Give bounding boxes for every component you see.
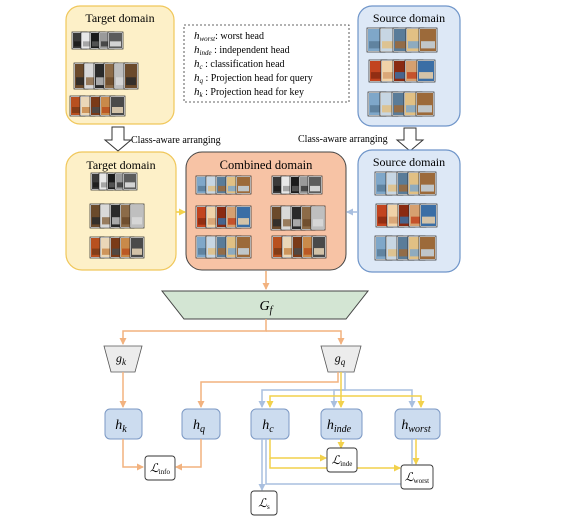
target-thumbnails-mid — [89, 172, 145, 259]
photo-thumbnail — [122, 172, 138, 191]
gq-label: gq — [335, 351, 346, 367]
combined-thumbnails — [195, 175, 327, 259]
photo-thumbnail — [418, 171, 437, 196]
source-domain-title-top: Source domain — [373, 11, 445, 25]
photo-thumbnail — [235, 235, 252, 259]
photo-thumbnail — [419, 203, 438, 228]
arrow-gf-to-gk — [119, 319, 267, 345]
photo-thumbnail — [123, 62, 139, 90]
arrow-gq-to-hworst-yellow — [341, 395, 425, 408]
hworst-label: hworst — [401, 418, 430, 435]
photo-thumbnail — [109, 95, 126, 117]
photo-thumbnail — [415, 91, 435, 117]
legend-entry: hc : classification head — [194, 58, 285, 71]
legend-entry: hinde : independent head — [194, 44, 290, 57]
photo-thumbnail — [107, 31, 124, 50]
source-thumbnails-mid — [374, 171, 438, 261]
loss-s-label: ℒs — [258, 496, 270, 511]
combined-domain-title: Combined domain — [220, 158, 313, 172]
photo-thumbnail — [307, 175, 323, 195]
photo-thumbnail — [235, 205, 252, 229]
gk-label: gk — [116, 351, 127, 367]
arrow-gq-to-hinde-blue — [330, 389, 345, 408]
loss-info-label: ℒinfo — [150, 461, 170, 476]
gq-projector — [320, 345, 362, 373]
photo-thumbnail — [129, 236, 145, 259]
arrow-gq-to-heads-blue — [258, 372, 346, 408]
loss-s-box — [250, 490, 278, 516]
arrow-hq-to-linfo — [175, 439, 202, 471]
arrow-hc-to-linde — [269, 439, 327, 462]
loss-inde-box — [326, 447, 358, 473]
legend-entry: hq : Projection head for query — [194, 72, 313, 85]
photo-thumbnail — [310, 205, 326, 231]
loss-worst-label: ℒworst — [405, 470, 429, 485]
gf-label: Gf — [260, 299, 274, 316]
source-domain-title-mid: Source domain — [373, 155, 445, 169]
hq-label: hq — [193, 418, 205, 435]
arrow-gq-to-hq — [197, 372, 339, 408]
loss-worst-box — [400, 464, 434, 490]
target-domain-title-mid: Target domain — [86, 158, 155, 172]
photo-thumbnail — [129, 203, 145, 229]
hollow-arrow-left — [103, 126, 133, 152]
legend-box — [183, 24, 350, 103]
hollow-arrow-right — [395, 127, 425, 152]
legend-entry: hk : Projection head for key — [194, 86, 304, 99]
arrow-gq-to-heads-yellow — [266, 372, 342, 408]
photo-thumbnail — [311, 235, 327, 259]
gf-encoder-trapezoid — [160, 290, 370, 320]
hinde-label: hinde — [327, 418, 352, 435]
photo-thumbnail — [418, 27, 438, 53]
target-domain-title-top: Target domain — [85, 11, 154, 25]
arranging-label-right: Class-aware arranging — [298, 134, 388, 145]
arranging-label-left: Class-aware arranging — [131, 135, 221, 146]
hk-label: hk — [115, 418, 127, 435]
photo-thumbnail — [416, 59, 436, 83]
photo-thumbnail — [418, 235, 437, 261]
arrow-gq-to-hworst-blue — [345, 389, 416, 408]
arrow-gf-to-gq — [266, 330, 345, 345]
hc-label: hc — [262, 418, 274, 435]
loss-info-box — [144, 455, 176, 481]
arrow-hk-to-linfo — [122, 439, 144, 471]
photo-thumbnail — [235, 175, 252, 195]
gk-projector — [103, 345, 143, 373]
source-thumbnails-top — [366, 27, 438, 117]
legend-entry: hworst: worst head — [194, 30, 264, 43]
hworst-head — [394, 408, 441, 440]
loss-inde-label: ℒinde — [332, 453, 353, 468]
target-thumbnails-top — [69, 31, 139, 117]
